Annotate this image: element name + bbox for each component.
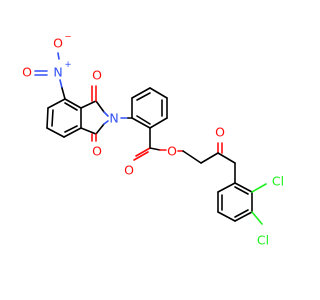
bond-top-carbon-to-n — [95, 100, 105, 113]
bond-ring-4 — [63, 127, 82, 138]
imide-five-membered-ring: O O N — [80, 68, 133, 159]
bond-ring-double-1 — [51, 109, 54, 127]
charge-minus-oxygen-top: − — [64, 32, 71, 42]
bond-imide-top-carbon — [80, 100, 97, 109]
charge-plus-nitrogen: + — [64, 60, 71, 70]
atom-oxygen-ketone: O — [215, 125, 225, 140]
bond-bottom-carbon-to-n — [95, 123, 105, 135]
atom-oxygen-ester-carbonyl: O — [124, 163, 134, 178]
atom-oxygen-imide-bottom: O — [92, 144, 102, 159]
atom-chlorine-meta: Cl — [272, 174, 284, 189]
atom-oxygen-imide-top: O — [92, 68, 102, 83]
bond-ring-1 — [47, 98, 66, 109]
bond-dichloro-ring-7 — [234, 182, 253, 193]
atom-oxygen-ester: O — [167, 144, 177, 159]
molecule-structure-diagram: O − N + O O O N — [0, 0, 300, 300]
bond-imide-n-left-stub-bottom — [103, 120, 109, 125]
bond-imide-bottom-carbon — [80, 127, 97, 135]
bond-dichloro-ring-double-3 — [234, 186, 249, 195]
bond-chlorine-para — [251, 211, 263, 225]
nitro-group: O − N + O — [22, 32, 72, 100]
bond-ch2-carbon — [182, 150, 202, 164]
bond-central-ring-6 — [131, 117, 151, 129]
diagram-background — [0, 0, 300, 300]
bond-central-ring-2 — [131, 87, 151, 99]
atom-nitrogen-imide: N — [109, 111, 118, 126]
bond-ester-carbonyl-double — [133, 151, 149, 161]
bond-ch2-to-ketone — [200, 152, 219, 164]
ketone-linkage: O — [200, 125, 236, 164]
bond-nitro-to-ring-carbon — [61, 87, 66, 100]
dichlorophenyl-ring: Cl Cl — [217, 162, 284, 248]
bond-ring-double-2 — [64, 125, 78, 133]
atom-oxygen-nitro-left: O — [22, 65, 32, 80]
bond-central-ring-5 — [149, 117, 168, 129]
bond-dichloro-ring-double-2 — [234, 209, 249, 218]
bond-dichloro-ring-5 — [234, 211, 253, 222]
ester-linkage: O O — [124, 127, 202, 178]
bond-dichloro-ring-4 — [217, 211, 236, 222]
bond-nitro-to-ring — [59, 79, 63, 89]
atom-nitrogen-nitro: N — [53, 65, 62, 80]
bond-chlorine-meta — [251, 183, 267, 193]
bond-ring-3 — [46, 127, 65, 138]
bond-ring-2 — [46, 107, 49, 129]
central-benzoate-ring — [131, 87, 168, 129]
bond-ketone-to-aryl — [217, 152, 236, 164]
nitrophthalimide-benzene-ring — [46, 98, 82, 138]
bond-ester-carbonyl — [135, 147, 151, 157]
atom-chlorine-para: Cl — [257, 233, 269, 248]
bond-nitrogen-oxygen-top — [57, 52, 60, 60]
bond-ring-6 — [64, 98, 82, 109]
bond-imide-n-left-stub — [103, 111, 109, 117]
bond-central-ring-3 — [149, 87, 168, 99]
bond-central-ring-double-3 — [136, 115, 151, 125]
bond-central-ring-double-1 — [136, 92, 151, 101]
atom-oxygen-nitro-top: O — [53, 36, 63, 51]
bond-ester-c-o — [149, 147, 161, 151]
bond-dichloro-ring-2 — [217, 182, 236, 193]
bond-ring-double-3 — [64, 102, 78, 111]
